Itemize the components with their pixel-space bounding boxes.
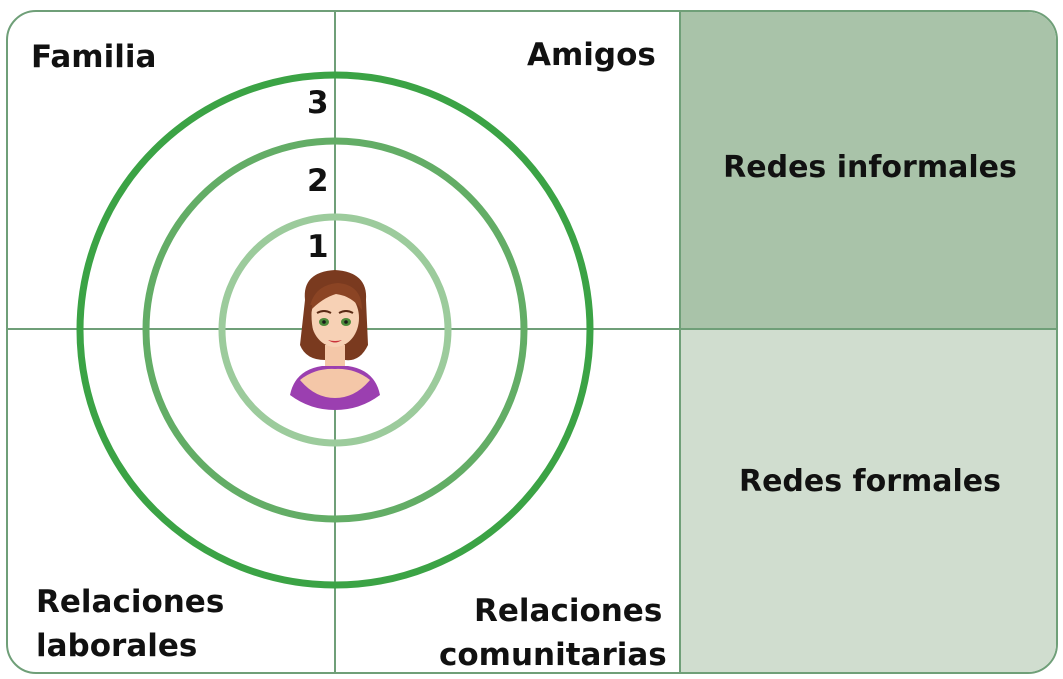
informal-networks-panel: Redes informales xyxy=(680,12,1056,328)
ring-2 xyxy=(142,137,528,523)
ring-1-label: 1 xyxy=(307,229,329,265)
informal-networks-label: Redes informales xyxy=(723,150,1017,185)
woman-avatar-icon xyxy=(290,270,380,410)
panel-divider xyxy=(679,12,681,672)
quadrant-work-label-line2: laborales xyxy=(36,628,198,664)
quadrant-community-label-line2: comunitarias xyxy=(439,637,667,673)
ring-2-label: 2 xyxy=(307,163,329,199)
quadrant-family-label: Familia xyxy=(31,39,157,75)
ring-1 xyxy=(218,213,452,447)
quadrant-work-label-line1: Relaciones xyxy=(36,584,225,620)
quadrant-community-label-line1: Relaciones xyxy=(474,593,663,629)
ring-3 xyxy=(76,71,594,589)
horizontal-divider xyxy=(8,328,1056,330)
formal-networks-panel: Redes formales xyxy=(680,328,1056,672)
ring-3-label: 3 xyxy=(307,85,329,121)
diagram-frame: Redes informales Redes formales xyxy=(6,10,1058,674)
formal-networks-label: Redes formales xyxy=(738,464,1002,499)
quadrant-friends-label: Amigos xyxy=(527,37,656,73)
